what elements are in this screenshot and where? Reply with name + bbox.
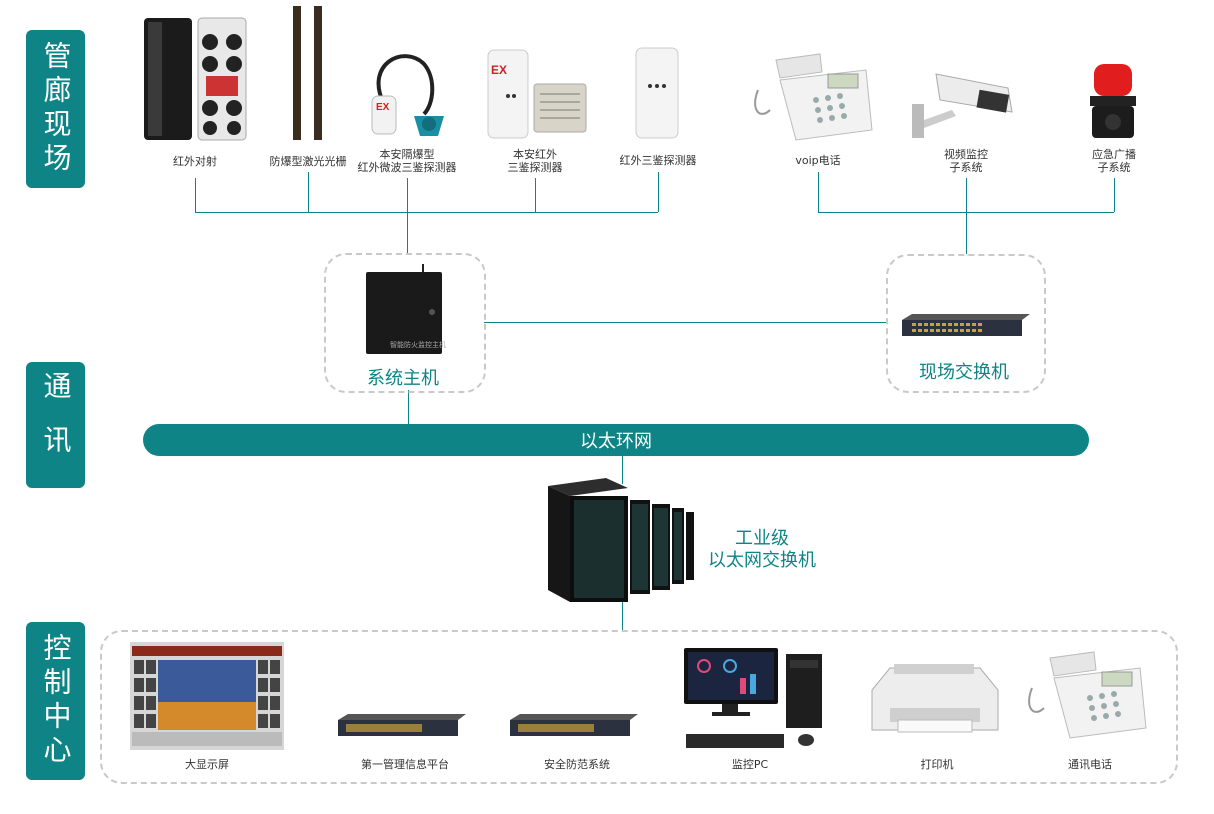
video-subsystem-label: 视频监控 子系统 xyxy=(944,148,988,174)
host-box xyxy=(324,253,486,393)
comm-phone-label: 通讯电话 xyxy=(1068,758,1112,771)
microwave-detector-device: EX xyxy=(364,44,454,140)
ib-triple-detector-device: EX xyxy=(486,48,588,140)
laser-grating-device xyxy=(290,4,326,142)
field-switch-box xyxy=(886,254,1046,393)
voip-phone-device xyxy=(750,50,876,144)
security-system-label: 安全防范系统 xyxy=(544,758,610,771)
broadcast-siren-device xyxy=(1088,60,1138,140)
industrial-switch-label: 工业级 以太网交换机 xyxy=(708,528,816,571)
system-host-device xyxy=(364,264,446,356)
mgmt-platform-label: 第一管理信息平台 xyxy=(361,758,449,771)
connector-line xyxy=(408,390,409,424)
voip-phone-label: voip电话 xyxy=(795,154,841,167)
side-tab-site-label: 管廊现场 xyxy=(39,41,73,177)
side-tab-comm: 通讯 xyxy=(26,362,85,488)
infrared-beam-label: 红外对射 xyxy=(173,155,217,168)
triple-detector-device xyxy=(634,46,680,140)
connector-line xyxy=(195,178,196,212)
connector-line xyxy=(484,322,886,323)
connector-line xyxy=(535,178,536,212)
monitor-pc-device xyxy=(682,648,824,752)
field-switch-device xyxy=(900,312,1032,338)
side-tab-control-label: 控制中心 xyxy=(39,633,73,769)
connector-line xyxy=(407,178,408,253)
broadcast-subsystem-label: 应急广播 子系统 xyxy=(1092,148,1136,174)
connector-line xyxy=(308,172,309,212)
side-tab-comm-label: 通讯 xyxy=(39,371,73,479)
connector-line xyxy=(622,456,623,484)
security-system-device xyxy=(508,712,640,738)
infrared-beam-device xyxy=(140,16,250,142)
side-tab-control: 控制中心 xyxy=(26,622,85,780)
ex-badge: EX xyxy=(491,63,507,77)
host-label-small: 智能防火监控主机 xyxy=(390,341,446,349)
ib-triple-detector-label: 本安红外 三鉴探测器 xyxy=(507,148,563,174)
mgmt-platform-device xyxy=(336,712,468,738)
video-camera-device xyxy=(912,64,1020,140)
laser-grating-label: 防爆型激光光栅 xyxy=(269,155,347,168)
connector-line xyxy=(818,172,819,212)
system-host-label: 系统主机 xyxy=(367,368,439,389)
ex-badge: EX xyxy=(376,102,390,113)
field-switch-label: 现场交换机 xyxy=(919,362,1009,383)
side-tab-site: 管廊现场 xyxy=(26,30,85,188)
printer-device xyxy=(870,660,1000,740)
connector-line xyxy=(658,172,659,212)
control-center-box xyxy=(100,630,1178,784)
server-rack-device xyxy=(548,478,696,604)
ring-network-bar: 以太环网 xyxy=(143,424,1089,456)
big-screen-label: 大显示屏 xyxy=(185,758,229,771)
connector-line xyxy=(966,178,967,254)
connector-line xyxy=(622,598,623,631)
ring-network-label: 以太环网 xyxy=(580,431,652,452)
comm-phone-device xyxy=(1024,648,1150,742)
microwave-detector-label: 本安隔爆型 红外微波三鉴探测器 xyxy=(357,148,457,174)
connector-line xyxy=(1114,178,1115,212)
big-screen-device xyxy=(130,642,284,750)
monitor-pc-label: 监控PC xyxy=(731,758,769,771)
triple-detector-label: 红外三鉴探测器 xyxy=(619,154,697,167)
connector-line xyxy=(195,212,658,213)
printer-label: 打印机 xyxy=(920,758,954,771)
